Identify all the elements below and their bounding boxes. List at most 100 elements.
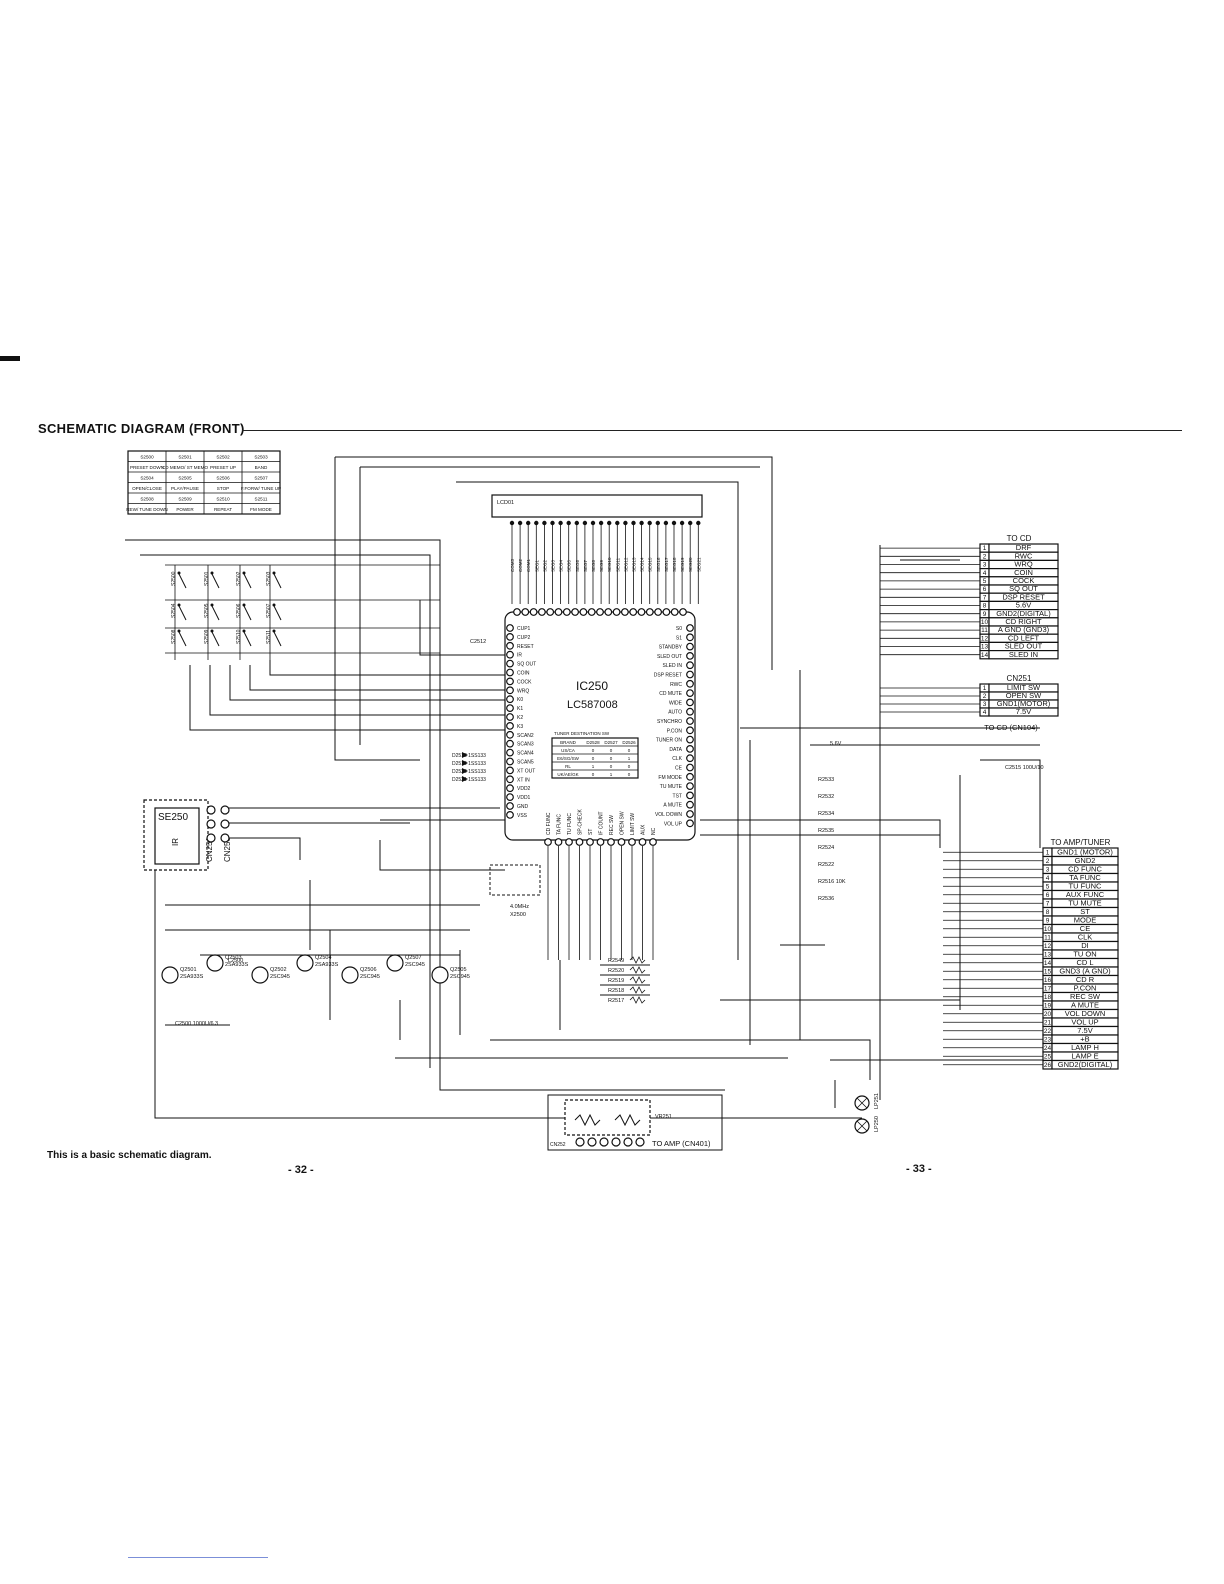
vr-frame [564,1099,651,1136]
ic-pin-circle [686,819,694,828]
lcd-segment-label: SEG13 [632,557,637,572]
connector-name-box [988,707,1059,717]
switch-contact [211,631,220,647]
ic-pin-circle [506,811,514,819]
ic-pin-circle [506,757,514,766]
switch-contact [211,573,220,589]
transistor-ref: Q2505 [450,967,467,973]
ic-left-pin-label: SCAN5 [517,760,534,766]
switch-table-cell: S2508 [140,497,154,502]
connector-pin-number: 14 [981,652,989,659]
tuner-table-cell: D2528 [586,740,600,745]
ic-bottom-pin-label: IF COUNT [599,811,605,835]
transistor-symbol [251,966,269,984]
switch-label: S2508 [171,629,177,644]
ic-left-pin-label: IR [517,653,522,659]
ic-pin-circle [638,838,647,846]
title-rule [242,430,1182,431]
resistor-symbol [629,976,646,984]
connector-pin-number: 4 [1046,875,1050,882]
switch-contact [243,631,252,647]
ir-connector-pin [220,819,230,829]
connector-pin-name: TA FUNC [1069,873,1101,882]
transistor-ref: Q2507 [405,955,422,961]
vr-connector-pin [587,1137,597,1147]
ic-pin-circle [506,695,514,704]
connector-pin-name: CD L [1076,958,1093,967]
lcd-segment-label: SEG9 [599,559,604,572]
lcd-segment-label: SEG8 [591,559,596,572]
switch-terminal [242,571,246,575]
ic-right-pin-label: DSP RESET [654,673,682,679]
ic-bottom-pin-label: REC SW [609,815,615,835]
switch-contact [273,631,282,647]
connector-pin-name: +B [1080,1035,1089,1044]
resistor-symbol [629,966,646,974]
resistor-label: R2524 [818,845,834,851]
connector-title: TO CD [1007,534,1032,543]
ic-pin-circle [654,608,662,616]
connector-pin-number: 20 [1044,1011,1052,1018]
transistor-ref: Q2506 [360,967,377,973]
switch-table-cell: F.FORW/ TUNE UP [241,486,281,491]
lcd-label: LCD01 [497,500,514,506]
switch-contact [211,605,220,621]
ic-left-pin-label: K1 [517,706,523,712]
connector-pin-number: 1 [983,545,987,552]
resistor-label: R2534 [818,811,834,817]
connector-pin-number: 13 [1044,952,1052,959]
switch-terminal [210,571,214,575]
switch-table-cell: S2503 [254,455,268,460]
ic-pin-circle [506,677,514,686]
ic-left-pin-label: K3 [517,724,523,730]
connector-pin-number: 18 [1044,994,1052,1001]
tuner-table-cell: 0 [610,756,613,761]
ic-right-pin-label: STANDBY [659,645,683,651]
connector-pin-name: A MUTE [1071,1001,1099,1010]
connector-pin-number: 15 [1044,969,1052,976]
ic-pin-circle [554,608,563,616]
lcd-segment-label: SEG12 [623,557,628,572]
ic-right-pin-label: P.CON [667,728,683,734]
ic-bottom-pin-label: SP-CHECK [578,808,584,835]
lcd-segment-label: SEG6 [575,559,580,572]
switch-label: S2509 [204,629,210,644]
connector-pin-name: GND2 [1075,856,1096,865]
ic-pin-circle [686,624,694,632]
resistor-label: R2536 [818,896,834,902]
lcd-segment-label: SEG2 [542,559,547,572]
capacitor-label: C2512 [470,639,486,645]
ic-bottom-pin-label: LIMIT SW [630,813,636,835]
ic-right-pin-label: RWC [670,682,682,688]
page-number-right: - 33 - [906,1163,932,1175]
connector-pin-number: 12 [981,635,989,642]
transistor-symbol [161,966,179,984]
footnote: This is a basic schematic diagram. [47,1150,212,1161]
connector-pin-name: ST [1080,907,1090,916]
switch-terminal [177,571,181,575]
switch-label: S2505 [204,603,210,618]
ic-right-pin-label: SYNCHRO [657,719,682,725]
ic-pin-circle [686,642,694,651]
page-title: SCHEMATIC DIAGRAM (FRONT) [38,421,245,436]
connector-pin-number: 7 [983,594,987,601]
connector-pin-number: 10 [1044,926,1052,933]
switch-label: S2503 [266,571,272,586]
ic-left-pin-label: SQ OUT [517,662,536,668]
ic-pin-circle [686,689,694,697]
ic-pin-circle [686,735,694,744]
resistor-symbol [629,986,646,994]
switch-terminal [272,629,276,633]
switch-contact [273,573,282,589]
ic-part-number: LC587008 [567,699,618,711]
switch-contact [243,605,252,621]
ir-connector-pin [206,805,216,815]
ic-pin-circle [686,726,694,735]
switch-contact [178,605,187,621]
connector-pin-number: 14 [1044,960,1052,967]
